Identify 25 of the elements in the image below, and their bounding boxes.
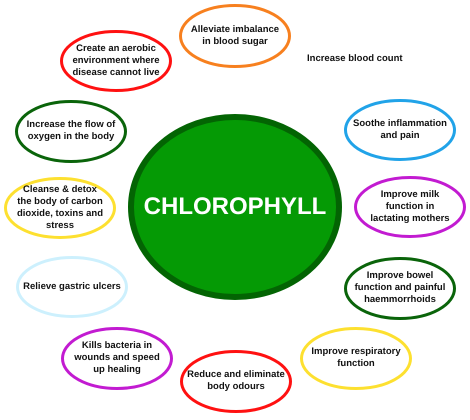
benefit-text: Create an aerobic environment where disease cannot live xyxy=(71,43,161,79)
benefit-ellipse xyxy=(300,326,412,390)
benefit-text: Relieve gastric ulcers xyxy=(22,281,122,293)
center-title: CHLOROPHYLL xyxy=(142,193,328,221)
center-circle xyxy=(128,114,342,300)
benefit-ellipse xyxy=(179,4,291,68)
benefit-text: Increase the flow of oxygen in the body xyxy=(26,119,116,143)
benefit-text: Soothe inflammation and pain xyxy=(352,118,448,142)
benefit-ellipse xyxy=(354,176,466,238)
benefit-ellipse xyxy=(60,30,172,92)
benefit-text: Reduce and eliminate body odours xyxy=(186,369,286,393)
benefit-text: Improve milk function in lactating mothers xyxy=(369,189,451,225)
benefit-ellipse xyxy=(344,256,456,320)
benefit-ellipse xyxy=(15,100,127,162)
benefit-ellipse xyxy=(180,350,292,412)
benefit-ellipse xyxy=(4,177,116,239)
benefit-text: Increase blood count xyxy=(307,53,403,65)
benefit-text: Improve respiratory function xyxy=(310,346,402,370)
benefit-ellipse xyxy=(16,256,128,318)
benefit-ellipse xyxy=(344,99,456,161)
benefit-text: Alleviate imbalance in blood sugar xyxy=(190,24,280,48)
benefit-ellipse xyxy=(61,326,173,390)
benefit-text: Improve bowel function and painful haemmorrhoids xyxy=(354,270,446,306)
benefit-text: Cleanse & detox the body of carbon dioxide, toxins and stress xyxy=(16,184,104,232)
benefit-text: Kills bacteria in wounds and speed up healing xyxy=(73,340,161,376)
